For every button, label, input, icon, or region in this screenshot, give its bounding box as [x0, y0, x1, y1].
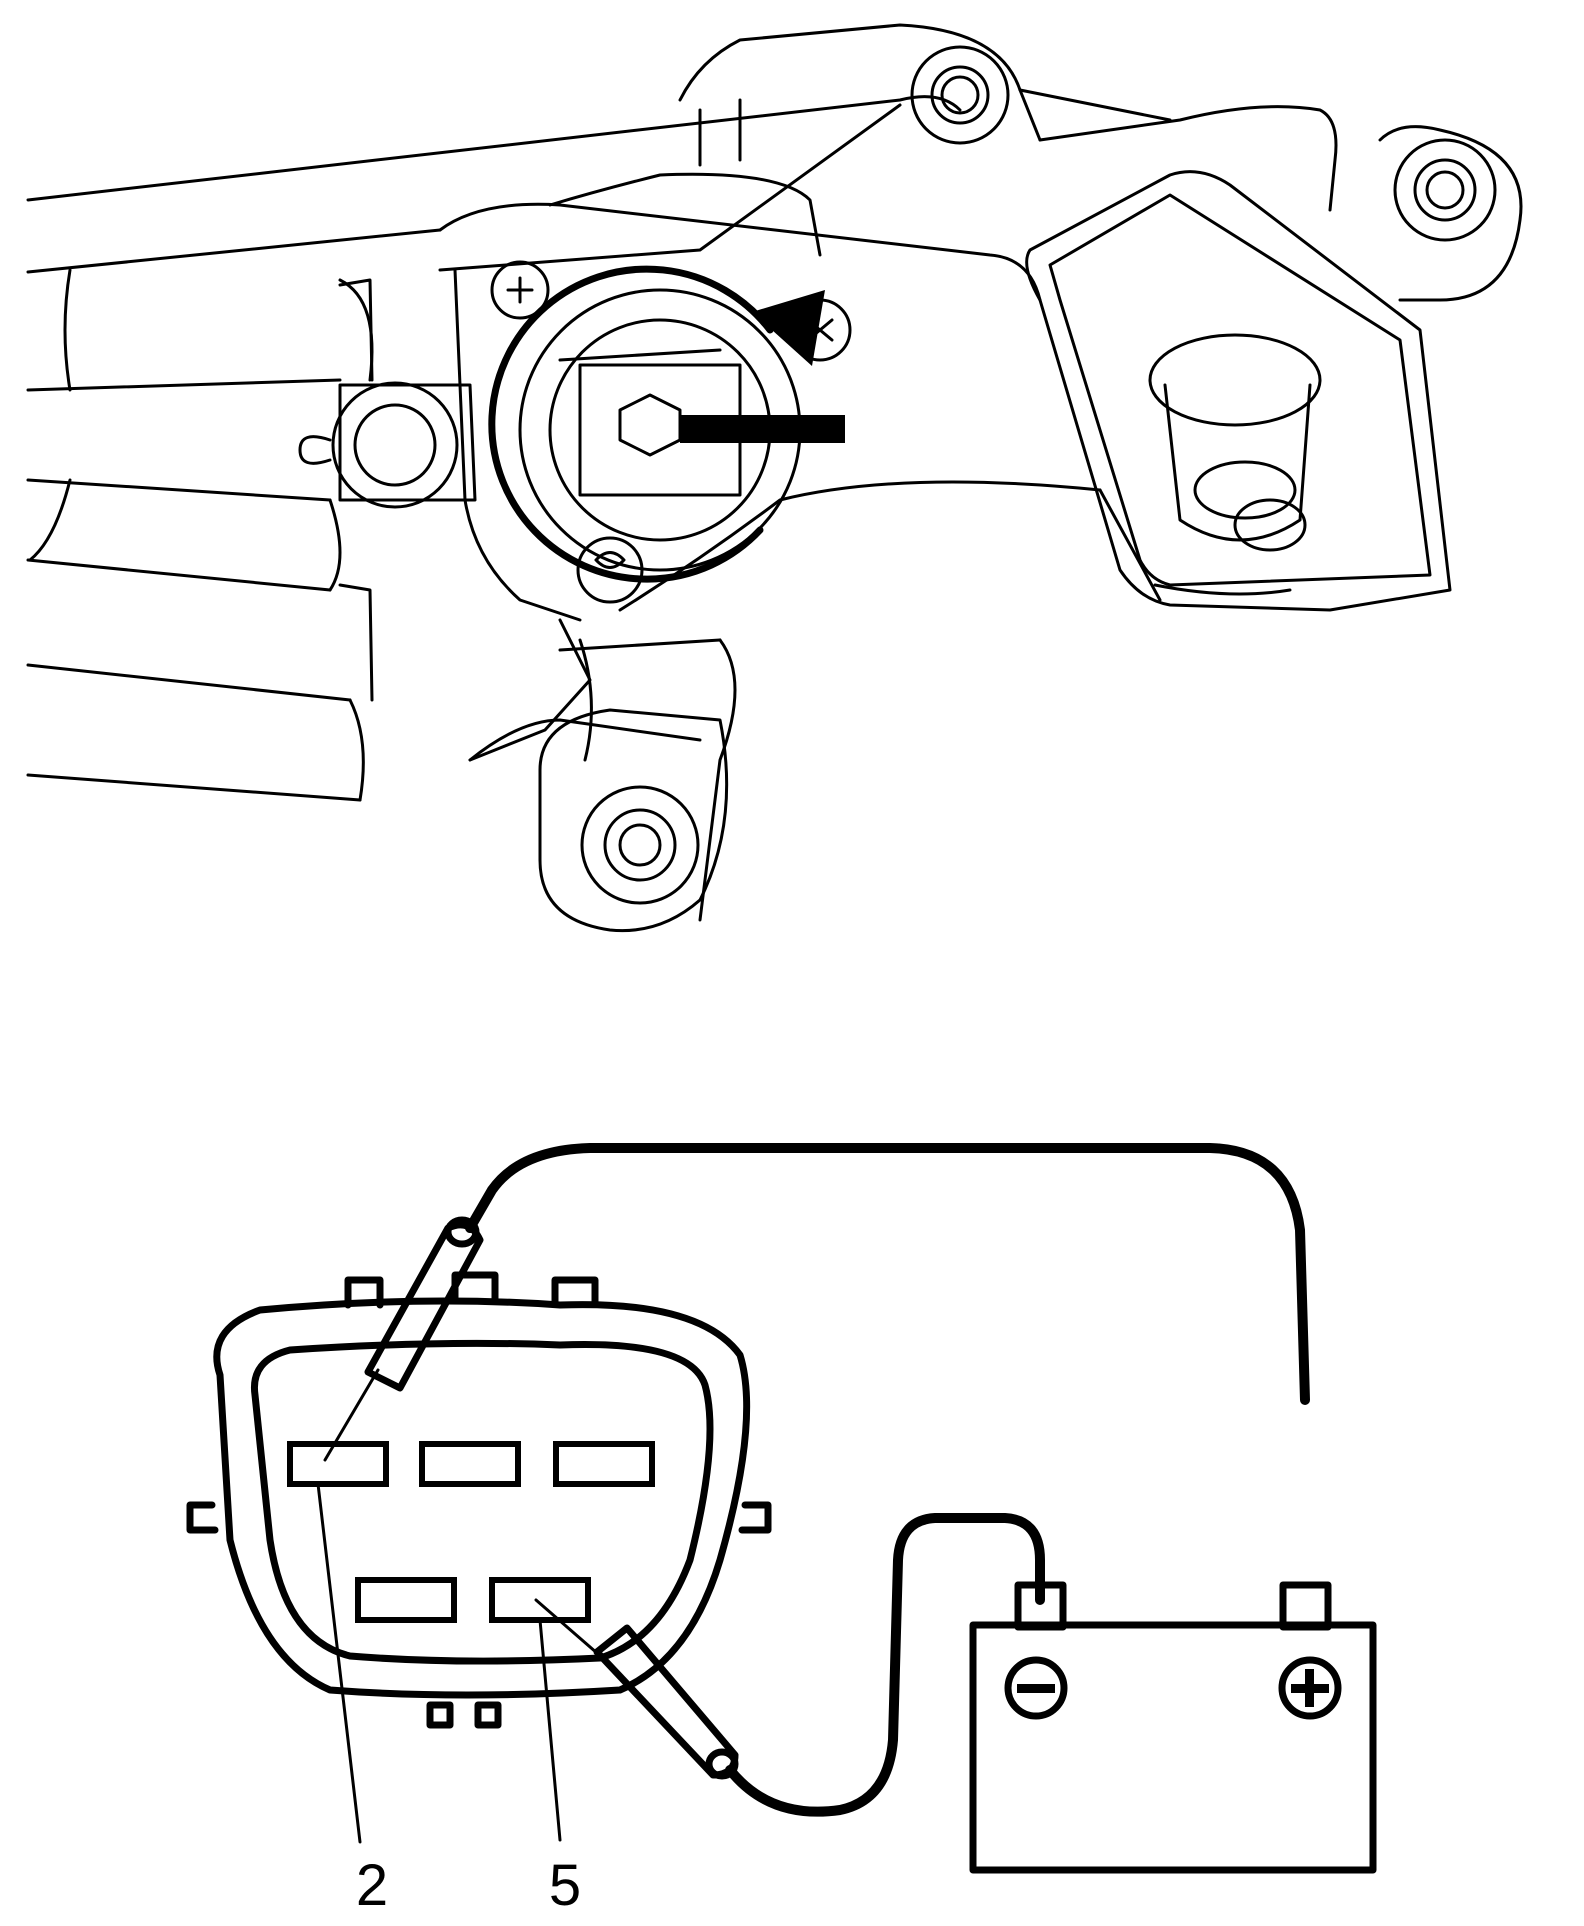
jumper-wire-negative: [725, 1513, 1045, 1817]
callout-leader-2: [316, 1482, 362, 1844]
callout-label-2: 2: [356, 1853, 388, 1918]
terminal-5: [489, 1577, 591, 1623]
rotation-arrow-icon: [488, 265, 825, 583]
terminal-top-middle: [419, 1441, 521, 1487]
wiper-linkage-assembly: [26, 23, 1523, 933]
wiper-motor-connector: [186, 1271, 772, 1729]
battery: [969, 1581, 1377, 1874]
minus-icon: [1004, 1656, 1068, 1720]
plus-icon: [1278, 1656, 1342, 1720]
terminal-2: [287, 1441, 389, 1487]
terminal-bottom-left: [355, 1577, 457, 1623]
callout-leader-5: [538, 1618, 562, 1842]
terminal-top-right: [553, 1441, 655, 1487]
position-indicator-mark: [680, 415, 845, 443]
callout-label-5: 5: [549, 1853, 581, 1918]
test-probe-negative: [534, 1598, 739, 1780]
jumper-wire-positive: [465, 1143, 1310, 1405]
